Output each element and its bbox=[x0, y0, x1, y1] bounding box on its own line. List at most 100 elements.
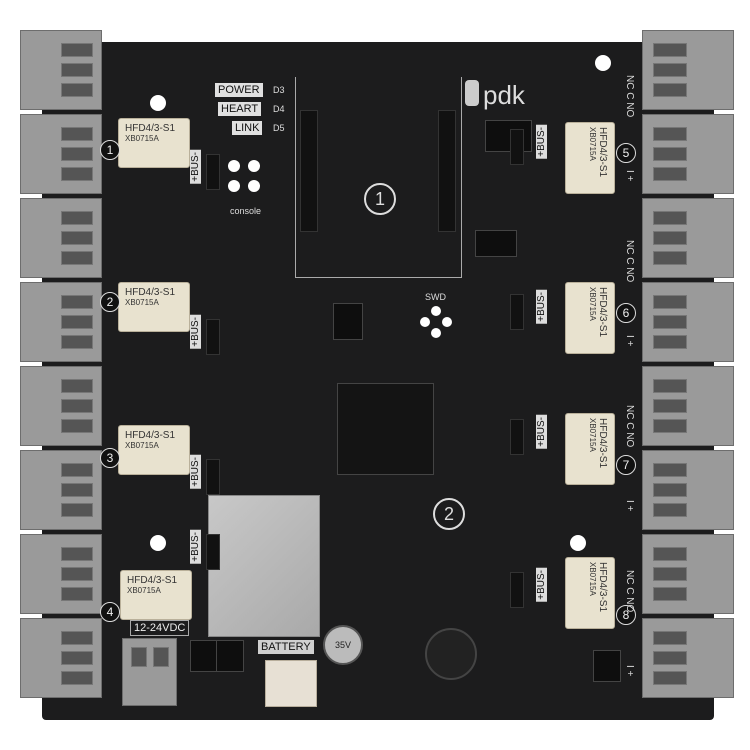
ethernet-jack[interactable] bbox=[208, 495, 320, 637]
contact-label: NC C NO bbox=[624, 405, 635, 448]
relay-number: 5 bbox=[616, 143, 636, 163]
jumper-header-j5 bbox=[485, 120, 532, 152]
terminal-block[interactable] bbox=[642, 618, 734, 698]
relay-code: XB0715A bbox=[125, 298, 159, 307]
terminal-block[interactable] bbox=[20, 366, 102, 446]
terminal-block[interactable] bbox=[20, 30, 102, 110]
relay-model: HFD4/3-S1 bbox=[127, 575, 178, 586]
terminal-block[interactable] bbox=[20, 282, 102, 362]
swd-label: SWD bbox=[425, 292, 446, 302]
relay-number: 2 bbox=[100, 292, 120, 312]
bus-header[interactable] bbox=[510, 419, 524, 455]
mounting-hole bbox=[150, 95, 166, 111]
bus-label: +BUS- bbox=[536, 125, 547, 159]
bus-header[interactable] bbox=[206, 459, 220, 495]
relay-number: 6 bbox=[616, 303, 636, 323]
module-slot-outline bbox=[295, 77, 462, 278]
terminal-block[interactable] bbox=[642, 30, 734, 110]
relay-model: HFD4/3-S1 bbox=[597, 127, 608, 178]
bus-label: +BUS- bbox=[190, 530, 201, 564]
relay-model: HFD4/3-S1 bbox=[597, 287, 608, 338]
contact-label: NC C NO bbox=[624, 240, 635, 283]
relay-model: HFD4/3-S1 bbox=[597, 418, 608, 469]
relay-model: HFD4/3-S1 bbox=[597, 562, 608, 613]
bus-label: +BUS- bbox=[536, 415, 547, 449]
bus-header[interactable] bbox=[206, 534, 220, 570]
input-label: I + bbox=[624, 335, 635, 347]
inductor bbox=[425, 628, 477, 680]
input-label: I + bbox=[624, 170, 635, 182]
bus-label: +BUS- bbox=[536, 290, 547, 324]
bus-label: +BUS- bbox=[536, 568, 547, 602]
relay-number: 8 bbox=[616, 605, 636, 625]
power-led-label: POWER bbox=[215, 83, 263, 97]
battery-connector[interactable] bbox=[265, 660, 317, 707]
relay-code: XB0715A bbox=[125, 441, 159, 450]
bus-header[interactable] bbox=[206, 154, 220, 190]
mounting-hole bbox=[150, 535, 166, 551]
terminal-block[interactable] bbox=[20, 618, 102, 698]
pin-header-j3 bbox=[300, 110, 318, 232]
regulator bbox=[216, 640, 244, 672]
relay-model: HFD4/3-S1 bbox=[125, 430, 176, 441]
input-label: I + bbox=[624, 500, 635, 512]
capacitor: 35V bbox=[323, 625, 363, 665]
jumper-header bbox=[475, 230, 517, 257]
relay-number: 1 bbox=[100, 140, 120, 160]
bus-header[interactable] bbox=[510, 129, 524, 165]
led-ref: D5 bbox=[273, 123, 285, 133]
bus-header[interactable] bbox=[510, 294, 524, 330]
bus-header[interactable] bbox=[510, 572, 524, 608]
terminal-block[interactable] bbox=[642, 534, 734, 614]
terminal-block[interactable] bbox=[20, 450, 102, 530]
relay-code: XB0715A bbox=[588, 287, 597, 321]
relay-code: XB0715A bbox=[127, 586, 161, 595]
mounting-hole bbox=[570, 535, 586, 551]
swd-pads bbox=[420, 306, 452, 338]
relay-number: 7 bbox=[616, 455, 636, 475]
power-terminal[interactable] bbox=[122, 638, 177, 706]
pin-header-j4 bbox=[438, 110, 456, 232]
led-ref: D4 bbox=[273, 104, 285, 114]
relay-number: 4 bbox=[100, 602, 120, 622]
relay-code: XB0715A bbox=[588, 562, 597, 596]
slot-marker-1: 1 bbox=[364, 183, 396, 215]
terminal-block[interactable] bbox=[642, 198, 734, 278]
bus-label: +BUS- bbox=[190, 150, 201, 184]
flash-chip bbox=[333, 303, 363, 340]
console-pads bbox=[228, 160, 260, 192]
contact-label: NC C NO bbox=[624, 75, 635, 118]
heart-led-label: HEART bbox=[218, 102, 262, 116]
regulator bbox=[190, 640, 218, 672]
terminal-block[interactable] bbox=[20, 534, 102, 614]
contact-label: NC C NO bbox=[624, 570, 635, 613]
terminal-block[interactable] bbox=[642, 114, 734, 194]
console-label: console bbox=[230, 206, 262, 216]
relay-number: 3 bbox=[100, 448, 120, 468]
bus-label: +BUS- bbox=[190, 455, 201, 489]
input-label: I + bbox=[624, 665, 635, 677]
terminal-block[interactable] bbox=[642, 366, 734, 446]
mcu-chip bbox=[337, 383, 434, 475]
link-led-label: LINK bbox=[232, 121, 263, 135]
terminal-block[interactable] bbox=[642, 450, 734, 530]
pdk-logo-mark bbox=[465, 80, 479, 106]
relay-model: HFD4/3-S1 bbox=[125, 123, 176, 134]
pdk-logo: pdk bbox=[483, 80, 525, 110]
relay-code: XB0715A bbox=[125, 134, 159, 143]
slot-marker-2: 2 bbox=[433, 498, 465, 530]
bus-header[interactable] bbox=[206, 319, 220, 355]
relay-model: HFD4/3-S1 bbox=[125, 287, 176, 298]
terminal-block[interactable] bbox=[20, 198, 102, 278]
terminal-block[interactable] bbox=[20, 114, 102, 194]
terminal-block[interactable] bbox=[642, 282, 734, 362]
power-input-label: 12-24VDC bbox=[130, 620, 190, 636]
